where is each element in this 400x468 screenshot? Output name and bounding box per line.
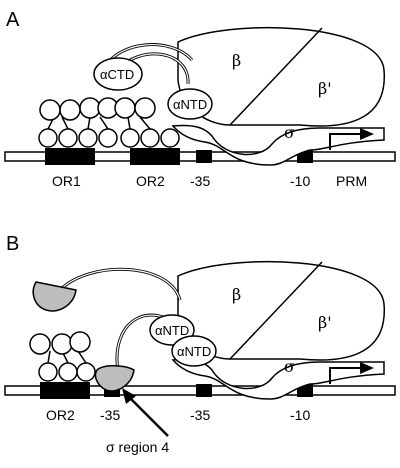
- panel-b-label: B: [6, 233, 19, 255]
- alpha-ntd-b2: [171, 335, 217, 367]
- minus35-label-a: -35: [190, 173, 210, 189]
- tss-arrowhead-a: [360, 128, 374, 140]
- repressor-dimer-b: [29, 331, 96, 382]
- minus10-label-b: -10: [290, 407, 310, 423]
- alpha-ntd-a: [167, 88, 213, 120]
- sigma-region-pointer: [127, 395, 169, 437]
- panel-a: A β β' σ: [4, 9, 396, 189]
- alpha-ntd-label-a: αNTD: [173, 97, 207, 112]
- or1-label: OR1: [52, 173, 81, 189]
- minus35-label-b2: -35: [190, 407, 210, 423]
- beta-label-a: β: [232, 51, 241, 70]
- sigma-region-pointer-head: [122, 388, 136, 404]
- prm-label: PRM: [336, 173, 367, 189]
- sigma-region4-label: σ region 4: [106, 439, 169, 455]
- or2-site-b: [40, 382, 90, 399]
- repressor-dimers-a: [38, 97, 180, 148]
- beta-label-b: β: [232, 285, 241, 304]
- beta-prime-label-a: β': [318, 79, 332, 98]
- panel-b: B β β' σ: [4, 233, 396, 455]
- or1-site: [45, 148, 95, 165]
- tss-arrow-a: [329, 133, 360, 150]
- minus35-box-b2: [196, 384, 212, 397]
- minus10-label-a: -10: [290, 173, 310, 189]
- tss-arrow-b: [329, 367, 360, 384]
- sigma-subunit-b: [171, 358, 385, 400]
- alpha-linker-free: [58, 267, 182, 301]
- panel-a-label: A: [6, 9, 20, 31]
- or2-label-b: OR2: [46, 407, 75, 423]
- beta-divider-a: [229, 27, 323, 126]
- minus35-label-b1: -35: [100, 407, 120, 423]
- sigma-region4: [94, 365, 135, 392]
- alpha-ntd-label-b2: αNTD: [177, 344, 211, 359]
- minus35-box-a: [196, 150, 212, 163]
- sigma-label-a: σ: [284, 123, 295, 142]
- tss-arrowhead-b: [360, 362, 374, 374]
- or2-label-a: OR2: [136, 173, 165, 189]
- alpha-ctd-free: [32, 281, 77, 312]
- or2-site-a: [130, 148, 180, 165]
- sigma-label-b: σ: [284, 357, 295, 376]
- alpha-ctd-a: [93, 57, 143, 91]
- beta-divider-b: [229, 261, 323, 360]
- beta-prime-label-b: β': [318, 313, 332, 332]
- sigma-subunit-a: [171, 124, 385, 166]
- alpha-ntd-label-b1: αNTD: [155, 323, 189, 338]
- alpha-ctd-label-a: αCTD: [100, 67, 134, 82]
